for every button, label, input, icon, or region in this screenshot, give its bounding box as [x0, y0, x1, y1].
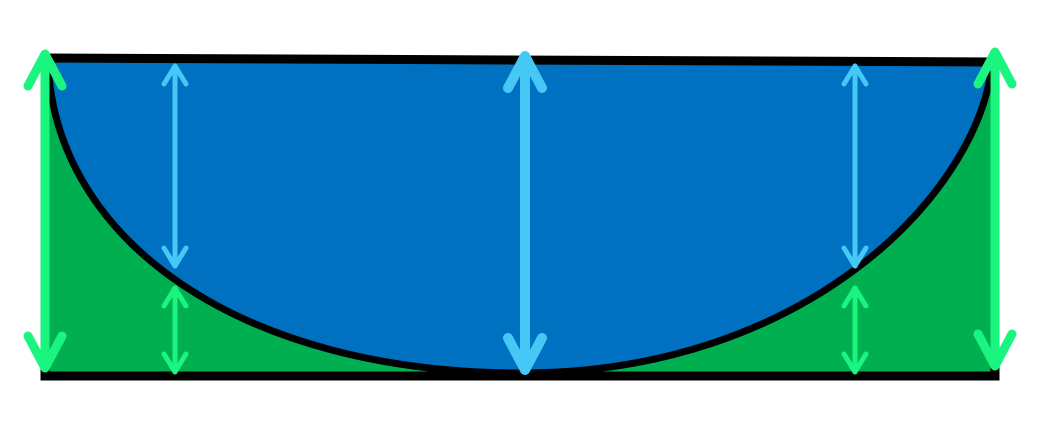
arrows	[23, 47, 1017, 375]
right-blue-double-arrow-icon	[841, 63, 869, 269]
right-green-double-arrow-icon	[841, 285, 869, 375]
left-blue-double-arrow-icon	[161, 63, 189, 269]
left-edge-double-arrow-icon	[23, 49, 67, 373]
left-green-double-arrow-icon	[161, 285, 189, 375]
center-double-arrow-icon	[503, 51, 547, 375]
right-edge-double-arrow-icon	[973, 47, 1017, 371]
